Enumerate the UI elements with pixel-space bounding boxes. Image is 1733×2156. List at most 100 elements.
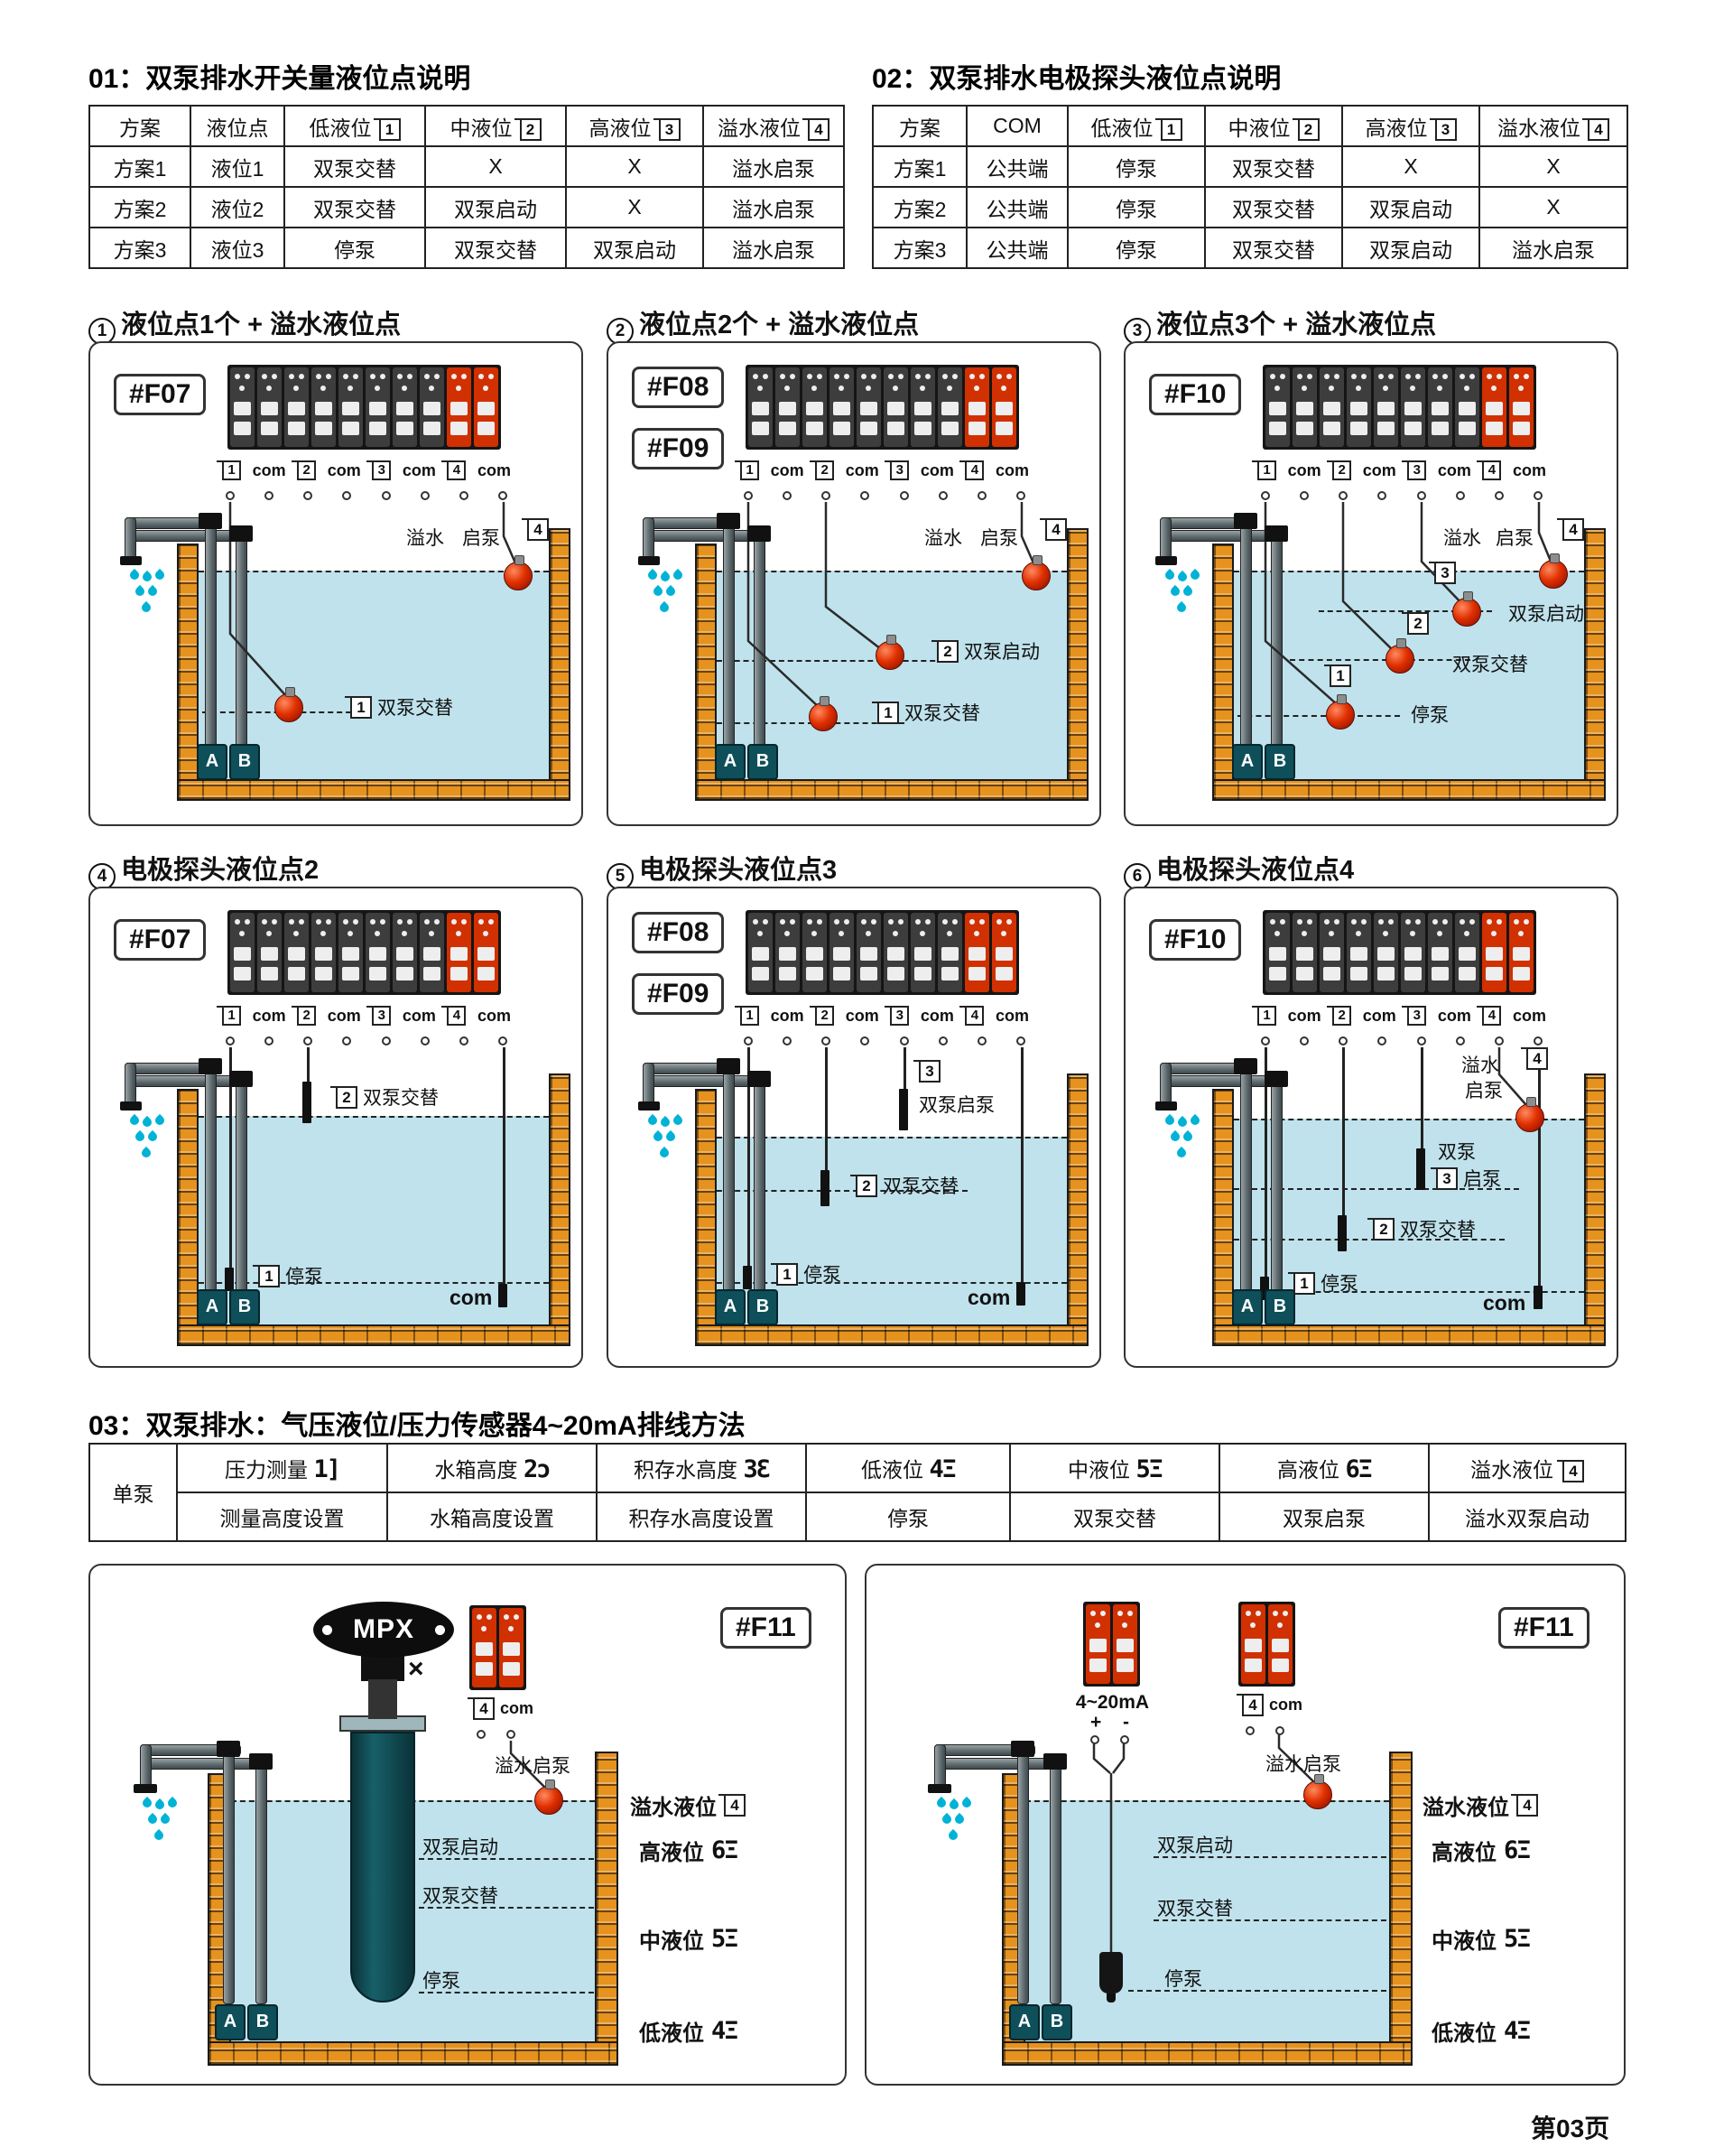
overflow-label: 溢水 [1443, 528, 1481, 549]
sensor-neck [368, 1679, 397, 1719]
terminal-dots [226, 491, 507, 500]
level3-num: 3 [1429, 562, 1456, 584]
overflow-float-icon [1515, 1097, 1544, 1132]
tank-bottom [177, 779, 570, 801]
terminal-dots [744, 491, 1025, 500]
breaker-terminal-strip [746, 910, 1019, 995]
breaker-unit [420, 913, 444, 992]
electrode-tip [820, 1170, 829, 1206]
col-header: 溢水液位 [718, 116, 801, 140]
level-num-icon: 3 [653, 117, 681, 141]
overflow-level-line [1025, 1800, 1389, 1802]
pipe-fitting [1043, 1753, 1067, 1770]
electrode-probe-com [1021, 1047, 1024, 1282]
level2-num: 2 [1402, 612, 1429, 635]
pipe-fitting [1234, 1058, 1257, 1074]
wiring-svg [228, 502, 518, 698]
col-header: 溢水液位 [1497, 116, 1580, 140]
electrode-tip [225, 1268, 234, 1291]
model-badge: #F08 [632, 912, 725, 953]
breaker-unit [1265, 913, 1290, 992]
terminal-dots [226, 1036, 507, 1045]
valve-cross-icon: × [408, 1654, 424, 1684]
wiring-svg [1497, 1047, 1527, 1106]
pressure-sensor-icon [1099, 1952, 1123, 1993]
display-code: 4Ξ [929, 1455, 956, 1483]
level1-label: 停泵 [1411, 705, 1449, 726]
relay-unit-red [1268, 1604, 1293, 1684]
overflow-label2: 启泵 [1465, 1081, 1503, 1101]
terminal-dots [744, 1036, 1025, 1045]
breaker-unit [366, 913, 390, 992]
breaker-unit-red [447, 913, 471, 992]
pipe-fitting [1155, 1101, 1177, 1111]
breaker-unit [257, 913, 282, 992]
wiring-svg [746, 502, 1036, 709]
alt-level-line [1154, 1919, 1386, 1921]
terminal-dot [506, 1730, 515, 1739]
level-num-icon: 4 [1557, 1460, 1584, 1483]
section1-title: 01：双泵排水开关量液位点说明 [88, 64, 471, 94]
float-switch-icon [1326, 694, 1355, 730]
relay-unit-red [472, 1608, 496, 1687]
level3-num: 3 [913, 1060, 941, 1083]
col-header: 中液位 [1228, 116, 1291, 140]
breaker-unit [311, 913, 336, 992]
com-label: com [1483, 1291, 1526, 1315]
model-badge: #F11 [720, 1607, 811, 1649]
tank-bottom [208, 2041, 618, 2066]
breaker-unit [1455, 913, 1479, 992]
electrode-tip [899, 1089, 908, 1130]
pipe-fitting [638, 556, 660, 565]
display-code: 3Ɛ [743, 1455, 770, 1483]
start-label: 双泵启动 [1157, 1835, 1233, 1856]
float-switch-icon [1385, 638, 1414, 674]
alt-label: 双泵交替 [1157, 1899, 1233, 1919]
breaker-unit [1265, 367, 1290, 447]
breaker-unit [1347, 367, 1371, 447]
alt-level-line [419, 1907, 594, 1909]
pump-b: B [1265, 1289, 1295, 1325]
com-label: com [449, 1286, 493, 1309]
table-header-row: 单泵 压力测量 1] 水箱高度 2ɔ 积存水高度 3Ɛ 低液位 4Ξ 中液位 5… [88, 1443, 1626, 1542]
overflow-num: 4 [1040, 518, 1067, 541]
model-badge: #F09 [632, 973, 725, 1015]
level-num-icon: 4 [802, 117, 829, 141]
electrode-tip [1016, 1282, 1025, 1306]
breaker-unit [1320, 367, 1344, 447]
pump-a: A [197, 744, 227, 780]
breaker-unit [857, 913, 881, 992]
breaker-unit [1455, 367, 1479, 447]
start-label: 双泵启动 [422, 1837, 498, 1858]
electrode-probe-1 [747, 1047, 750, 1266]
electrode-tip [1416, 1148, 1425, 1190]
electrode-tip [1534, 1286, 1543, 1309]
alt-label: 双泵交替 [422, 1886, 498, 1907]
breaker-unit-red [992, 913, 1016, 992]
breaker-unit [311, 367, 336, 447]
col-header: COM [993, 114, 1042, 137]
overflow-label2: 启泵 [980, 528, 1018, 549]
wiring-svg [1092, 1732, 1315, 1952]
overflow-level-line [1234, 571, 1584, 572]
breaker-unit [393, 913, 417, 992]
pipe-fitting [928, 1784, 951, 1793]
tank-wall-right [1584, 1073, 1606, 1346]
